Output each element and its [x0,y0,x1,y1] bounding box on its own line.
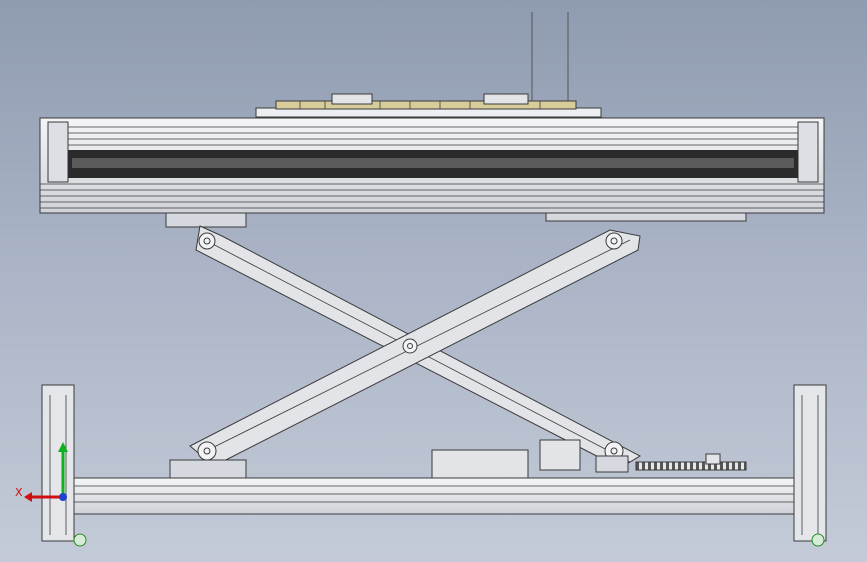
upper-mounts [165,212,747,228]
x-axis-label: X [15,486,23,499]
leg-left[interactable] [41,384,87,547]
lower-mounts [169,439,747,479]
guide-rods [531,12,569,104]
leg-right[interactable] [793,384,827,547]
upper-frame[interactable] [39,117,825,214]
top-plate[interactable] [255,93,602,118]
axis-triad [24,442,68,502]
lower-frame[interactable] [69,477,801,515]
